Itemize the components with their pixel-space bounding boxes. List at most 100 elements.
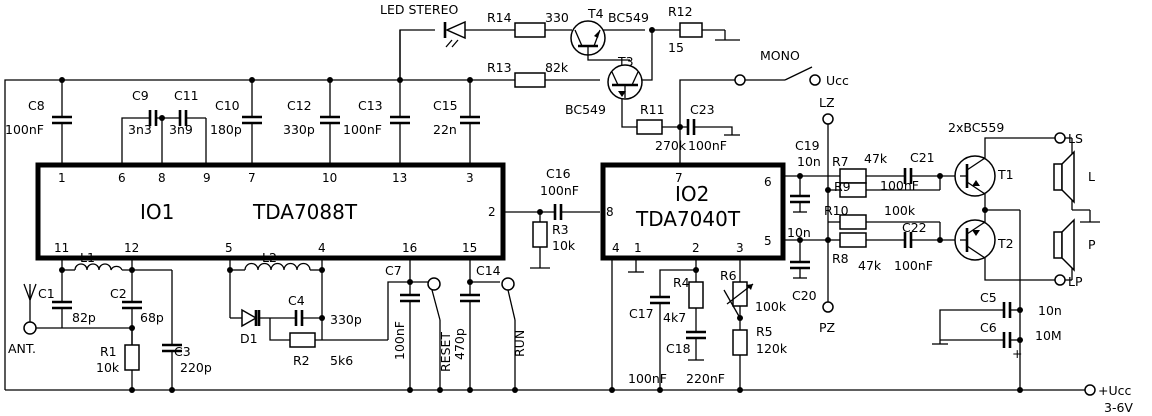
r4-ref: R4 (673, 275, 690, 290)
capacitor-symbols (52, 110, 1012, 353)
c12-ref: C12 (287, 98, 312, 113)
r8-value: 47k (858, 258, 882, 273)
ic1-pin-label: 1 (58, 171, 66, 185)
ic2-pin-label: 5 (764, 234, 772, 248)
c4-value: 330p (330, 312, 362, 327)
lz-terminal (822, 113, 834, 125)
c21-value: 100nF (880, 178, 919, 193)
ls-terminal (1054, 132, 1066, 144)
c9-value: 3n3 (128, 122, 152, 137)
r11-value: 270k (655, 138, 687, 153)
r4-value: 4k7 (663, 310, 686, 325)
pz-label: PZ (819, 320, 835, 335)
l1-label: L1 (80, 250, 95, 265)
t1t2-type: 2xBC559 (948, 120, 1004, 135)
r7-ref: R7 (832, 154, 849, 169)
antenna-icon (23, 283, 37, 301)
c22-ref: C22 (902, 220, 927, 235)
t4-ref: T4 (587, 6, 604, 21)
c2-value: 68p (140, 310, 164, 325)
lp-terminal (1054, 274, 1066, 286)
r3-value: 10k (552, 238, 576, 253)
ls-label: LS (1068, 131, 1083, 146)
ucc-supply-terminal (1084, 384, 1096, 396)
ic1-pin-label: 8 (158, 171, 166, 185)
inductor-symbols (74, 262, 311, 271)
c11-value: 3n9 (169, 122, 193, 137)
ic1-pin-label: 7 (248, 171, 256, 185)
led-label: LED STEREO (380, 2, 459, 17)
ic1-pin-label: 10 (322, 171, 337, 185)
ic2-pin-label: 2 (692, 241, 700, 255)
speaker-l-label: L (1088, 169, 1095, 184)
r5-value: 120k (756, 341, 788, 356)
c19-value: 10n (797, 154, 821, 169)
c10-value: 180p (210, 122, 242, 137)
r6-value: 100k (755, 299, 787, 314)
c13-value: 100nF (343, 122, 382, 137)
t3-ref: T3 (617, 54, 634, 69)
c12-value: 330p (283, 122, 315, 137)
antenna-terminal (23, 321, 37, 335)
run-label: RUN (512, 330, 527, 357)
ic2-pin-label: 8 (606, 205, 614, 219)
ic1-pin-label: 15 (462, 241, 477, 255)
c17-value: 100nF (628, 371, 667, 386)
component-labels: LED STEREO R14 330 T4 BC549 R12 15 R13 8… (5, 2, 1133, 415)
t2-ref: T2 (997, 236, 1014, 251)
ic2-pin-label: 6 (764, 175, 772, 189)
c16-value: 100nF (540, 183, 579, 198)
r3-ref: R3 (552, 222, 569, 237)
c23-ref: C23 (690, 102, 715, 117)
l2-label: L2 (262, 250, 277, 265)
r2-value: 5k6 (330, 353, 353, 368)
ic1-part: TDA7088T (252, 200, 358, 224)
ic1-tda7088t: 1 6 8 9 7 10 13 3 11 12 5 4 16 15 2 IO1 … (35, 162, 506, 261)
ic1-pin-label: 9 (203, 171, 211, 185)
r10-ref: R10 (824, 203, 849, 218)
ucc-terminal (809, 74, 821, 86)
ic2-pin-label: 1 (634, 241, 642, 255)
r1-value: 10k (96, 360, 120, 375)
c15-ref: C15 (433, 98, 458, 113)
c9-ref: C9 (132, 88, 149, 103)
c20-ref: C20 (792, 288, 817, 303)
terminals (23, 74, 1096, 396)
d1-label: D1 (240, 331, 258, 346)
c14-value: 470p (452, 328, 467, 360)
r8-ref: R8 (832, 251, 849, 266)
ic1-pin-label: 3 (466, 171, 474, 185)
c1-value: 82p (72, 310, 96, 325)
ic1-pin-label: 13 (392, 171, 407, 185)
ant-label: ANT. (8, 341, 36, 356)
speaker-icons (1053, 150, 1075, 272)
c6-value: 10M (1035, 328, 1062, 343)
run-terminal (501, 277, 515, 291)
t4-type: BC549 (608, 10, 649, 25)
r1-ref: R1 (100, 344, 117, 359)
c19-ref: C19 (795, 138, 820, 153)
c15-value: 22n (433, 122, 457, 137)
ic1-pin-label: 12 (124, 241, 139, 255)
ic1-pin-label: 16 (402, 241, 417, 255)
c5-ref: C5 (980, 290, 997, 305)
c18-value: 220nF (686, 371, 725, 386)
lz-label: LZ (819, 95, 835, 110)
r13-value: 82k (545, 60, 569, 75)
ic2-pin-label: 7 (675, 171, 683, 185)
ic1-ref: IO1 (140, 200, 174, 224)
c23-value: 100nF (688, 138, 727, 153)
diode-symbols (241, 20, 466, 328)
r12-ref: R12 (668, 4, 693, 19)
resistor-symbols (124, 22, 867, 371)
pz-terminal (822, 301, 834, 313)
t3-type: BC549 (565, 102, 606, 117)
supply-range-label: 3-6V (1104, 400, 1133, 415)
c1-ref: C1 (38, 286, 55, 301)
c7-ref: C7 (385, 263, 402, 278)
c17-ref: C17 (629, 306, 654, 321)
wiring (4, 29, 1100, 391)
ic1-pin-label: 4 (318, 241, 326, 255)
c18-ref: C18 (666, 341, 691, 356)
ic2-pin-label: 3 (736, 241, 744, 255)
